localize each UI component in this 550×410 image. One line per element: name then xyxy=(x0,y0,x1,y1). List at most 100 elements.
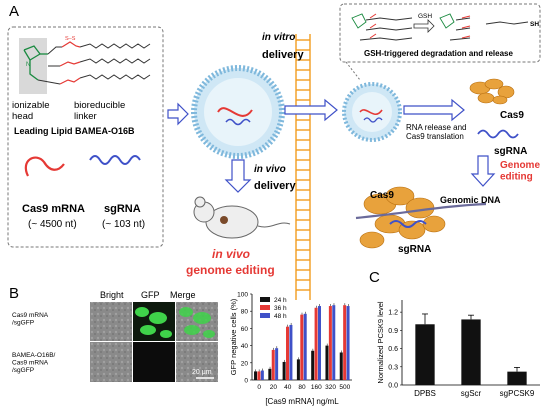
cell-membrane-ladder xyxy=(295,34,311,300)
cas9-label: Cas9 xyxy=(500,110,524,121)
y-axis-label: GFP negative cells (%) xyxy=(229,298,238,375)
disulfide-bonds xyxy=(59,41,81,85)
bar-sgScr xyxy=(461,319,481,385)
bar-36h xyxy=(300,314,304,380)
bar-24h xyxy=(325,345,329,380)
x-tick-label: DPBS xyxy=(414,389,436,398)
bar-48h xyxy=(303,313,307,380)
gsh-arrow-label: GSH xyxy=(418,13,432,20)
bar-48h xyxy=(260,370,264,380)
bar-24h xyxy=(254,371,258,380)
gsh-after-sg xyxy=(461,15,471,39)
in-vivo-editing-italic: in vivo xyxy=(212,247,250,261)
bar-24h xyxy=(282,361,286,380)
in-vivo-arrow-icon xyxy=(224,159,252,193)
y-tick-label: 0.0 xyxy=(388,383,398,390)
ionizable-head-highlight xyxy=(19,38,47,94)
cas9-protein-icon xyxy=(469,78,515,105)
gsh-after-structure xyxy=(439,13,529,41)
legend-label: 48 h xyxy=(274,313,287,320)
x-tick-label: 40 xyxy=(284,384,292,391)
bar-36h xyxy=(314,307,318,380)
cellular-nanoparticle xyxy=(342,82,402,142)
sh-label: SH xyxy=(530,21,539,28)
bar-24h xyxy=(339,352,343,380)
in-vitro-arrow-icon xyxy=(284,98,338,122)
in-vitro-delivery-label: delivery xyxy=(262,49,304,61)
bar-36h xyxy=(257,371,261,380)
cas9-complex-icon xyxy=(359,186,446,249)
cas9-complex-label: Cas9 xyxy=(370,190,394,201)
disulfide-label: S–S xyxy=(65,36,76,42)
bar-36h xyxy=(328,306,332,380)
genome-editing-label: Genome editing xyxy=(500,160,543,183)
gsh-box xyxy=(339,3,541,63)
row-label-1-line: /sgGFP xyxy=(12,320,34,327)
x-tick-label: sgScr xyxy=(461,389,482,398)
row-label-2: BAMEA-O16B/ Cas9 mRNA/sgGFP xyxy=(12,352,57,374)
leading-lipid-name: Leading Lipid BAMEA-O16B xyxy=(14,126,135,136)
y-tick-label: 0 xyxy=(244,378,248,385)
cas9-mrna-size: (~ 4500 nt) xyxy=(28,219,77,230)
gfp-image-row2 xyxy=(133,342,175,382)
scale-bar-label: 20 μm xyxy=(192,369,212,376)
row-label-2-line: /sgGFP xyxy=(12,367,34,374)
bright-image-row1 xyxy=(90,302,132,341)
y-tick-label: 0.6 xyxy=(388,346,398,353)
sgrna-complex-icon xyxy=(389,220,427,228)
ionizable-head-label: ionizable head xyxy=(12,100,52,122)
col-header-bright: Bright xyxy=(100,290,124,300)
x-tick-label: 20 xyxy=(270,384,278,391)
lipid-nanoparticle xyxy=(191,65,285,159)
bar-36h xyxy=(343,305,347,380)
bar-24h xyxy=(268,368,272,380)
legend-swatch xyxy=(260,313,270,318)
y-axis-label: Normalized PCSK9 level xyxy=(376,301,385,383)
bar-36h xyxy=(286,326,290,380)
y-tick-label: 1.2 xyxy=(388,310,398,317)
x-tick-label: 500 xyxy=(339,384,350,391)
bioreducible-linker-label-line: linker xyxy=(74,111,97,122)
gsh-arrow-icon xyxy=(413,19,435,33)
x-tick-label: 0 xyxy=(257,384,261,391)
in-vitro-label: in vitro xyxy=(262,32,295,43)
release-arrow-icon xyxy=(403,98,465,122)
y-tick-label: 0.9 xyxy=(388,328,398,335)
cas9-mrna-icon xyxy=(24,156,65,177)
gfp-cells-row1 xyxy=(135,307,172,338)
genomic-dna-label: Genomic DNA xyxy=(440,195,501,205)
sgrna-released-icon xyxy=(477,129,519,139)
gsh-before-disulfide xyxy=(369,13,377,39)
cas9-mrna-label: Cas9 mRNA xyxy=(22,203,85,215)
row-label-1: Cas9 mRNA /sgGFP xyxy=(12,312,50,327)
genome-editing-arrow-icon xyxy=(470,155,496,187)
bar-48h xyxy=(289,324,293,380)
x-tick-label: 160 xyxy=(311,384,322,391)
bar-24h xyxy=(296,359,300,380)
y-tick-label: 100 xyxy=(237,292,248,299)
bar-36h xyxy=(271,349,275,380)
sgrna-icon xyxy=(89,155,141,165)
release-label-line: Cas9 translation xyxy=(406,132,464,141)
bar-24h xyxy=(311,350,315,380)
bar-DPBS xyxy=(415,324,435,385)
genome-editing-label-line: editing xyxy=(500,172,533,183)
merge-image-row2 xyxy=(176,342,218,382)
lipid-tails xyxy=(37,43,151,85)
x-tick-label: 80 xyxy=(298,384,306,391)
genomic-dna-strand xyxy=(355,202,487,220)
col-header-gfp: GFP xyxy=(141,290,160,300)
in-vivo-delivery-label: delivery xyxy=(254,180,296,192)
y-tick-label: 0.3 xyxy=(388,364,398,371)
panel-c-label: C xyxy=(369,269,380,286)
ionizable-head-structure xyxy=(23,45,48,81)
bright-image-row2 xyxy=(90,342,132,382)
x-tick-label: sgPCSK9 xyxy=(500,389,535,398)
ionizable-head-label-line: head xyxy=(12,111,33,122)
in-vivo-editing-label: genome editing xyxy=(186,263,275,277)
bar-48h xyxy=(275,348,279,380)
legend-swatch xyxy=(260,305,270,310)
bar-48h xyxy=(317,306,321,380)
legend-label: 36 h xyxy=(274,305,287,312)
